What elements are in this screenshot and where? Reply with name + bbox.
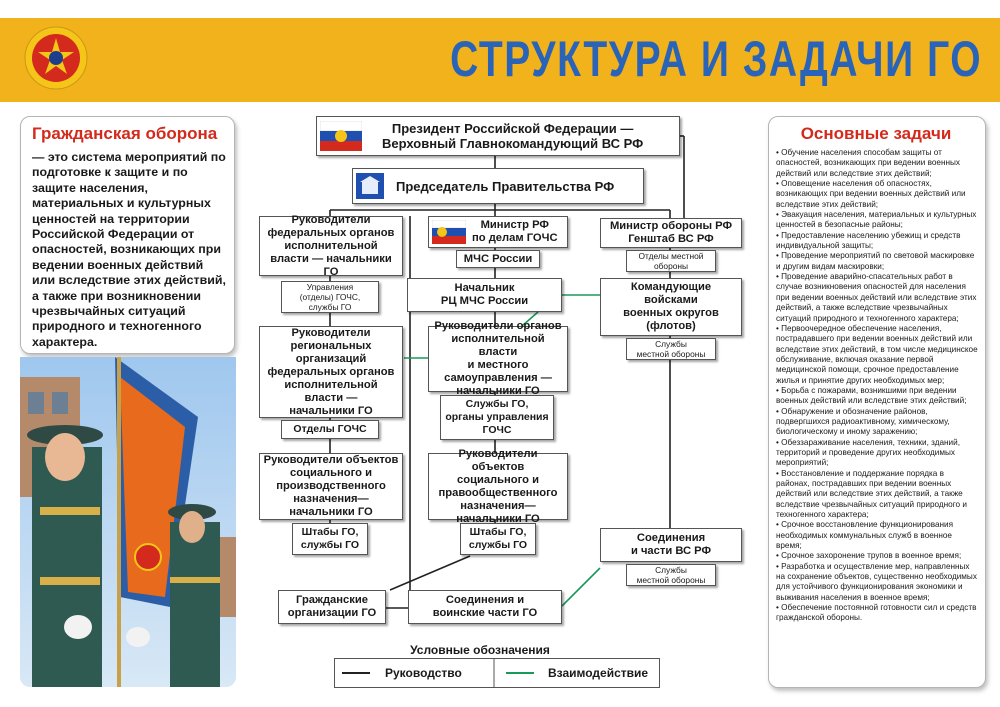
task-item: • Обучение населения способам защиты от … [776,148,960,178]
task-item: • Разработка и осуществление мер, направ… [776,561,977,602]
tasks-panel [768,116,986,688]
task-item: • Эвакуация населения, материальных и ку… [776,210,977,230]
interaction-lines [404,294,601,607]
task-item: • Обеспечение постоянной готовности сил … [776,603,977,623]
header-bar [0,18,1000,102]
task-item: • Предоставление населению убежищ и сред… [776,230,961,251]
task-item: • Оповещение населения об опасностях, во… [776,179,966,209]
task-item: • Срочное захоронение трупов в военное в… [776,551,962,561]
chairman-box: Председатель Правительства РФ [352,168,644,204]
task-item: • Проведение аварийно-спасательных работ… [776,272,977,323]
legend [334,658,660,688]
legend-swatches [342,658,534,688]
legend-title: Условные обозначения [410,643,550,657]
tasks-list: • Обучение населения способам защиты от … [776,148,979,624]
page-title: СТРУКТУРА И ЗАДАЧИ ГО [449,31,982,87]
fed-services-box: Управления(отделы) ГОЧС,службы ГО [281,281,379,313]
definition-text: — это система мероприятий по подготовке … [32,150,226,349]
objects-law-hq-box: Штабы ГО,службы ГО [460,523,536,555]
legend-label-leadership: Руководство [385,666,462,680]
regional-depts-box: Отделы ГОЧС [281,420,379,439]
objects-production-hq-box: Штабы ГО,службы ГО [292,523,368,555]
definition-panel [20,116,235,354]
task-item: • Обеззараживание населения, техники, зд… [776,437,960,468]
mchs-flag-icon [431,219,467,244]
task-item: • Обнаружение и обозначение районов, под… [776,406,950,437]
president-box: Президент Российской Федерации —Верховны… [316,116,680,156]
legend-label-interaction: Взаимодействие [548,666,649,680]
task-item: • Проведение мероприятий по световой мас… [776,251,975,271]
task-item: • Восстановление и поддержание порядка в… [776,468,967,520]
emchs-emblem-icon [24,26,88,90]
task-item: • Первоочередное обеспечение населения, … [776,323,978,385]
honor-guard-photo [20,357,236,687]
task-item: • Борьба с пожарами, возникшими при веде… [776,385,967,406]
government-icon [356,173,384,199]
russia-flag-icon [319,120,363,151]
tasks-title: Основные задачи [800,124,952,143]
mchs-box: МЧС России [456,250,540,268]
task-item: • Срочное восстановление функционировани… [776,520,954,551]
definition-title: Гражданская оборона [32,124,218,143]
